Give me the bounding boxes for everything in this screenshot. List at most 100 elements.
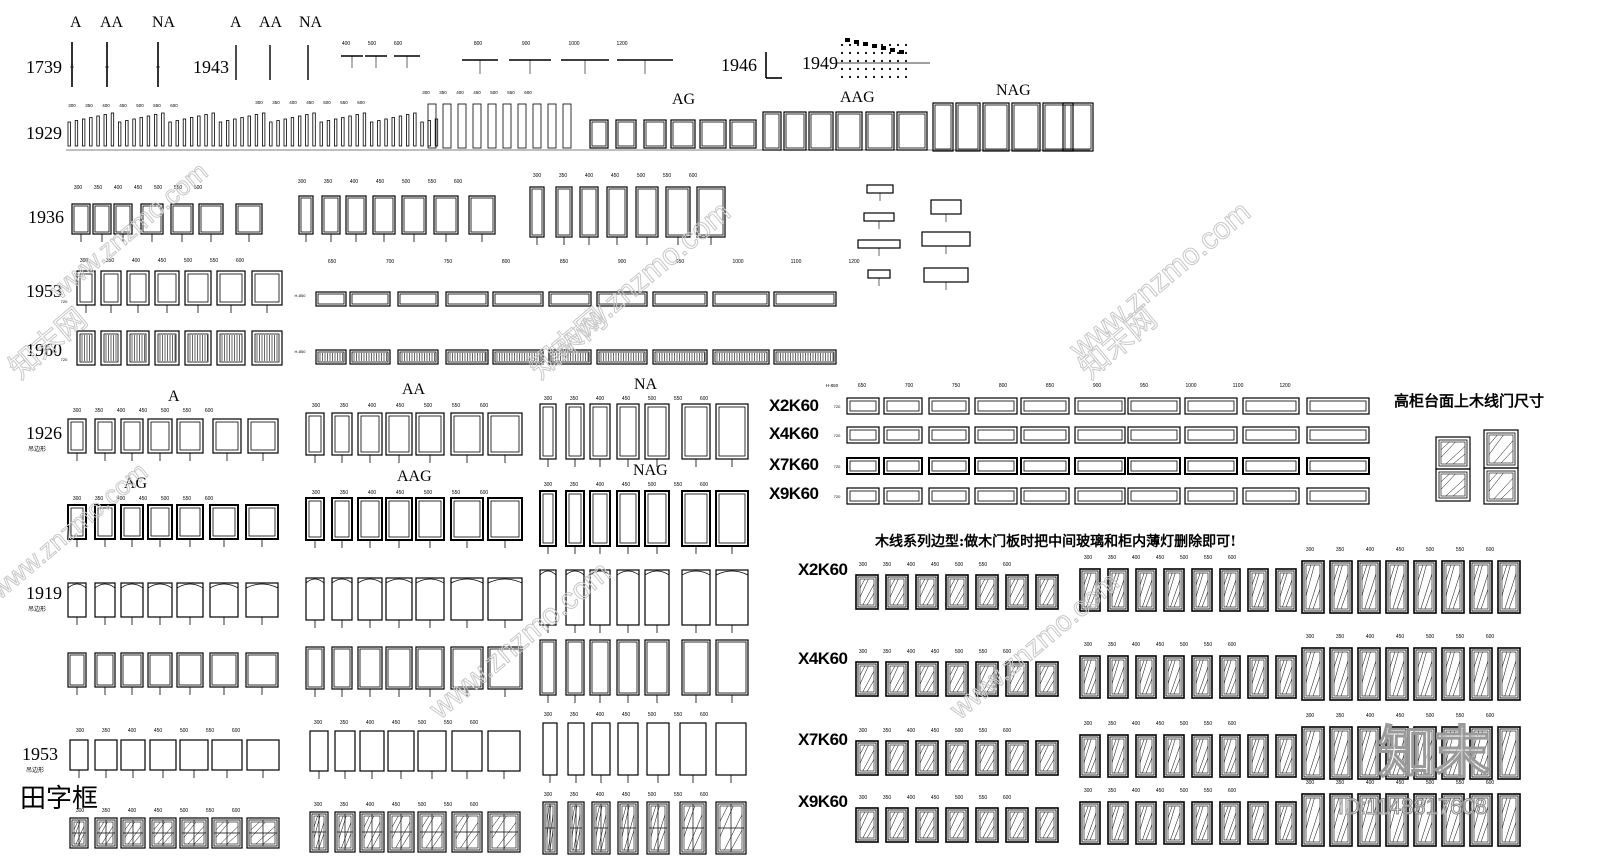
cad-line	[1389, 797, 1399, 829]
dimension-label: 600	[205, 496, 214, 502]
door-inner-frame	[977, 663, 997, 695]
group-header-na: NA	[299, 14, 323, 31]
door-panel	[974, 397, 1018, 415]
dimension-label: 550	[674, 712, 683, 718]
cad-line	[1016, 826, 1025, 839]
door-panel	[357, 577, 383, 621]
door-panel	[1074, 397, 1126, 415]
door-edge-profile	[377, 120, 381, 147]
cad-line	[956, 759, 965, 772]
door-inner-frame	[1193, 736, 1211, 776]
cad-line	[862, 750, 875, 772]
dimension-label: 650	[858, 383, 867, 389]
door-edge-profile	[472, 103, 482, 149]
cad-line	[1046, 759, 1055, 772]
dimension-label: 500	[424, 490, 433, 496]
door-panel	[548, 349, 592, 365]
door-inner-frame	[317, 351, 345, 363]
dimension-label: 450	[154, 728, 163, 734]
door-panel	[808, 111, 834, 151]
cad-line	[105, 833, 114, 845]
dimension-label: 300	[80, 258, 89, 264]
dimension-label: 350	[340, 490, 349, 496]
dimension-label: 500	[184, 258, 193, 264]
dimension-label: 450	[139, 408, 148, 414]
dimension-label: 300	[544, 482, 553, 488]
glass-pane	[1417, 797, 1433, 843]
cad-line	[1473, 797, 1480, 814]
door-arch	[67, 583, 87, 589]
door-inner-frame	[849, 429, 877, 441]
door-panel	[1184, 397, 1238, 415]
dimension-label: 350	[883, 728, 892, 734]
door-panel	[147, 418, 173, 454]
grid-dot	[904, 59, 908, 63]
door-inner-frame	[837, 113, 861, 149]
cad-line	[1440, 473, 1450, 482]
door-panel	[385, 412, 413, 456]
dimension-label: 450	[1396, 634, 1405, 640]
door-edge-profile	[125, 120, 129, 147]
cad-line	[1493, 440, 1514, 464]
door-panel	[245, 652, 279, 688]
glass-pane	[1417, 730, 1433, 776]
dimension-label: 450	[1396, 713, 1405, 719]
cad-line	[496, 822, 517, 849]
door-arch	[147, 583, 173, 589]
cad-line	[1312, 589, 1321, 610]
dimension-label: 400	[368, 490, 377, 496]
door-panel	[147, 504, 173, 540]
door-inner-frame	[557, 188, 571, 236]
cad-line	[1114, 812, 1125, 841]
door-inner-frame	[1109, 570, 1127, 610]
door-panel	[216, 270, 246, 306]
cad-line	[1452, 453, 1466, 465]
door-panel	[715, 490, 749, 547]
door-inner-frame	[931, 460, 967, 472]
cad-line	[395, 822, 411, 849]
door-arch	[176, 583, 204, 589]
door-panel	[883, 426, 923, 444]
cad-line	[1111, 659, 1120, 684]
cad-line	[1445, 446, 1466, 465]
door-inner-frame	[237, 205, 261, 233]
grid-dot	[888, 51, 892, 55]
door-inner-frame	[637, 188, 657, 236]
glass-pane	[949, 665, 965, 693]
dimension-label: 500	[418, 802, 427, 808]
door-panel	[855, 807, 879, 843]
door-inner-frame	[1081, 736, 1099, 776]
cad-line	[979, 811, 986, 822]
dimension-label: 450	[119, 103, 127, 108]
cad-line	[1009, 744, 1016, 755]
door-panel	[1163, 801, 1185, 845]
door-edge-profile	[434, 118, 439, 147]
door-panel	[212, 418, 242, 454]
door-panel	[896, 111, 928, 151]
cad-line	[986, 680, 995, 693]
door-inner-frame	[646, 641, 668, 694]
dimension-label: 600	[1486, 547, 1495, 553]
door-edge-profile	[547, 103, 557, 149]
grid-dot	[863, 42, 868, 46]
cad-line	[1279, 805, 1285, 818]
door-panel	[246, 739, 280, 771]
door-panel	[1275, 568, 1297, 612]
cad-line	[1039, 578, 1046, 589]
door-arch	[245, 583, 279, 589]
cad-line	[1139, 572, 1148, 597]
glass-pane	[1501, 651, 1517, 697]
door-inner-frame	[1077, 490, 1123, 502]
door-panel	[450, 577, 484, 621]
door-inner-frame	[360, 415, 380, 453]
door-inner-frame	[1387, 649, 1407, 699]
door-inner-frame	[360, 500, 380, 538]
door-inner-frame	[351, 293, 389, 305]
cad-line	[653, 814, 666, 851]
door-inner-frame	[931, 429, 967, 441]
cad-line	[318, 833, 325, 849]
door-panel	[729, 119, 757, 149]
cad-line	[866, 826, 875, 839]
grid-dot	[896, 59, 900, 63]
door-panel	[140, 203, 164, 235]
